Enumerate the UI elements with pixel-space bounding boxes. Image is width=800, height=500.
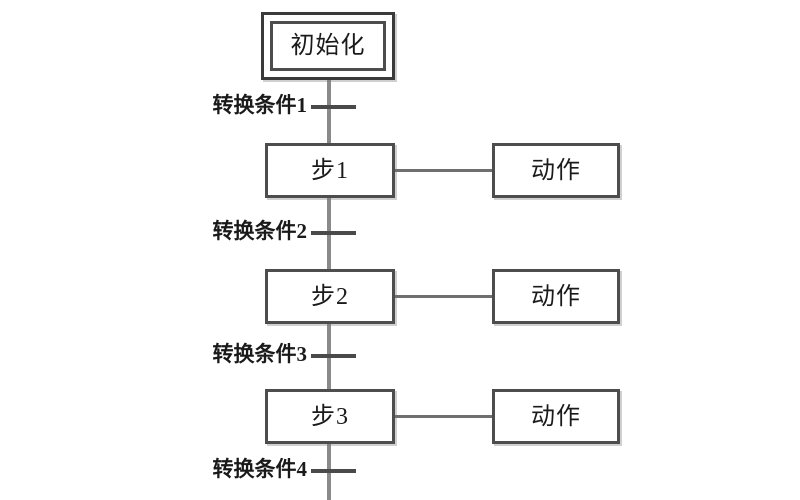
transition-tick-2 bbox=[311, 231, 356, 235]
transition-tick-1 bbox=[311, 105, 356, 109]
connector-step2-action2 bbox=[395, 295, 492, 298]
transition-label-3-wrap: 转换条件3 bbox=[120, 342, 308, 368]
action-label-2: 动作 bbox=[531, 283, 581, 310]
step-label-2: 步2 bbox=[311, 283, 349, 310]
action-box-2[interactable]: 动作 bbox=[492, 269, 620, 324]
transition-label-4-wrap: 转换条件4 bbox=[120, 457, 308, 483]
trunk-line-initial-to-t1 bbox=[327, 80, 331, 144]
step-box-2[interactable]: 步2 bbox=[265, 269, 395, 324]
step-label-3: 步3 bbox=[311, 403, 349, 430]
transition-label-4: 转换条件4 bbox=[212, 457, 308, 481]
transition-label-1-wrap: 转换条件1 bbox=[120, 93, 308, 119]
step-box-3[interactable]: 步3 bbox=[265, 389, 395, 444]
transition-label-2: 转换条件2 bbox=[212, 219, 308, 243]
transition-tick-4 bbox=[311, 469, 356, 473]
step-label-1: 步1 bbox=[311, 157, 349, 184]
action-box-3[interactable]: 动作 bbox=[492, 389, 620, 444]
action-label-3: 动作 bbox=[531, 403, 581, 430]
connector-step1-action1 bbox=[395, 169, 492, 172]
step-box-1[interactable]: 步1 bbox=[265, 143, 395, 198]
transition-label-3: 转换条件3 bbox=[212, 342, 308, 366]
connector-step3-action3 bbox=[395, 415, 492, 418]
initial-step-box[interactable]: 初始化 bbox=[261, 12, 395, 80]
transition-label-1: 转换条件1 bbox=[212, 93, 308, 117]
transition-tick-3 bbox=[311, 354, 356, 358]
action-box-1[interactable]: 动作 bbox=[492, 143, 620, 198]
action-label-1: 动作 bbox=[531, 157, 581, 184]
initial-step-inner-border: 初始化 bbox=[270, 21, 386, 71]
initial-step-label: 初始化 bbox=[290, 33, 366, 59]
transition-label-2-wrap: 转换条件2 bbox=[120, 219, 308, 245]
